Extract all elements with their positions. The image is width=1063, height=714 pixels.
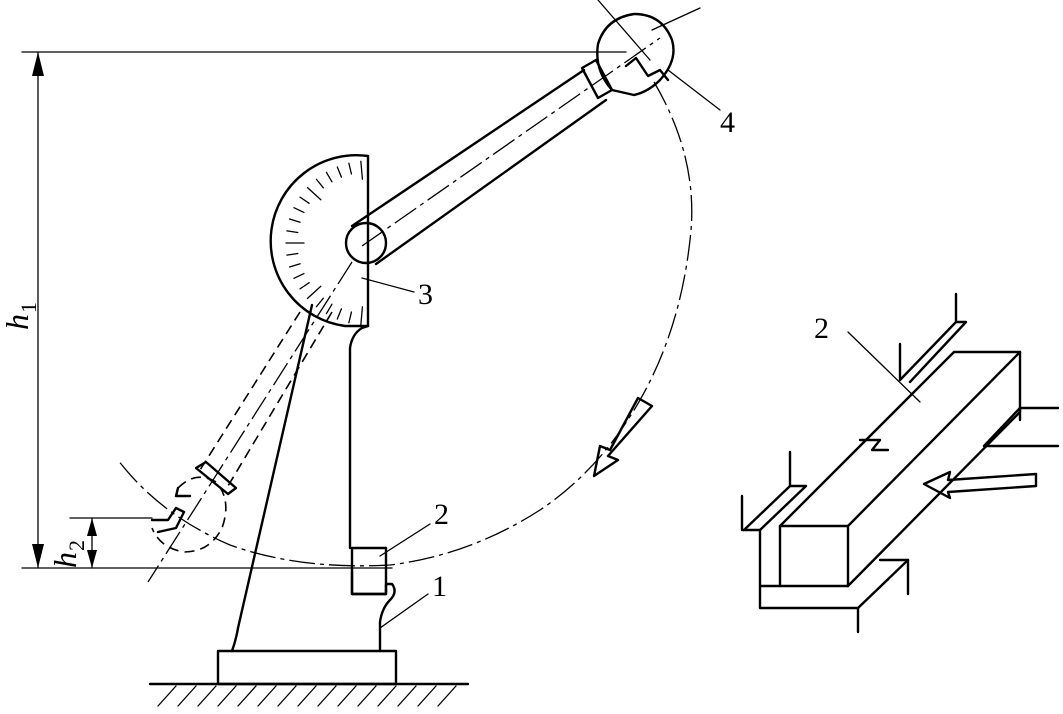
dial-tick <box>315 178 324 189</box>
dial-tick <box>360 160 364 180</box>
detail-view <box>740 292 1060 634</box>
pendulum-arm-final <box>147 261 353 583</box>
ground-hatching <box>148 682 470 707</box>
label-h2-main: h <box>47 552 83 568</box>
dial-tick <box>360 306 364 326</box>
label-part-2: 2 <box>434 498 449 531</box>
h1-dimension <box>21 51 627 569</box>
dial-tick <box>299 282 310 290</box>
label-part-3: 3 <box>418 278 433 311</box>
label-h1-sub: 1 <box>16 302 41 313</box>
pendulum-arm-raised <box>344 37 661 266</box>
dial-tick <box>306 186 322 201</box>
label-part-1: 1 <box>432 570 447 603</box>
leader-lines <box>361 69 921 629</box>
dial-tick <box>288 218 301 223</box>
dial-tick <box>299 196 310 204</box>
dial-tick <box>293 207 305 214</box>
dial-tick <box>348 311 353 324</box>
label-part-4: 4 <box>720 106 735 139</box>
label-h2-sub: 2 <box>64 540 89 551</box>
swing-direction-arrow <box>592 396 654 478</box>
dial-tick <box>336 308 343 320</box>
specimen <box>350 546 388 596</box>
pendulum-hammer-raised <box>596 0 701 97</box>
dial-tick <box>315 297 324 308</box>
swing-arc <box>117 81 693 567</box>
dial-tick <box>288 263 301 268</box>
machine-base <box>216 649 398 686</box>
dial-tick <box>325 303 333 315</box>
dial-tick <box>348 162 353 175</box>
dial-tick <box>286 230 299 234</box>
dial-tick <box>286 252 299 256</box>
label-detail-part-2: 2 <box>814 312 829 345</box>
dial-tick <box>306 285 322 300</box>
dial-scale <box>269 154 370 328</box>
label-h1: h 1 <box>0 302 41 330</box>
dial-tick <box>325 171 333 183</box>
label-h2: h 2 <box>47 540 89 568</box>
dial-tick <box>336 166 343 178</box>
h2-dimension <box>69 517 153 569</box>
label-h1-main: h <box>0 314 35 330</box>
machine-frame <box>230 303 396 653</box>
dial-tick <box>293 272 305 279</box>
